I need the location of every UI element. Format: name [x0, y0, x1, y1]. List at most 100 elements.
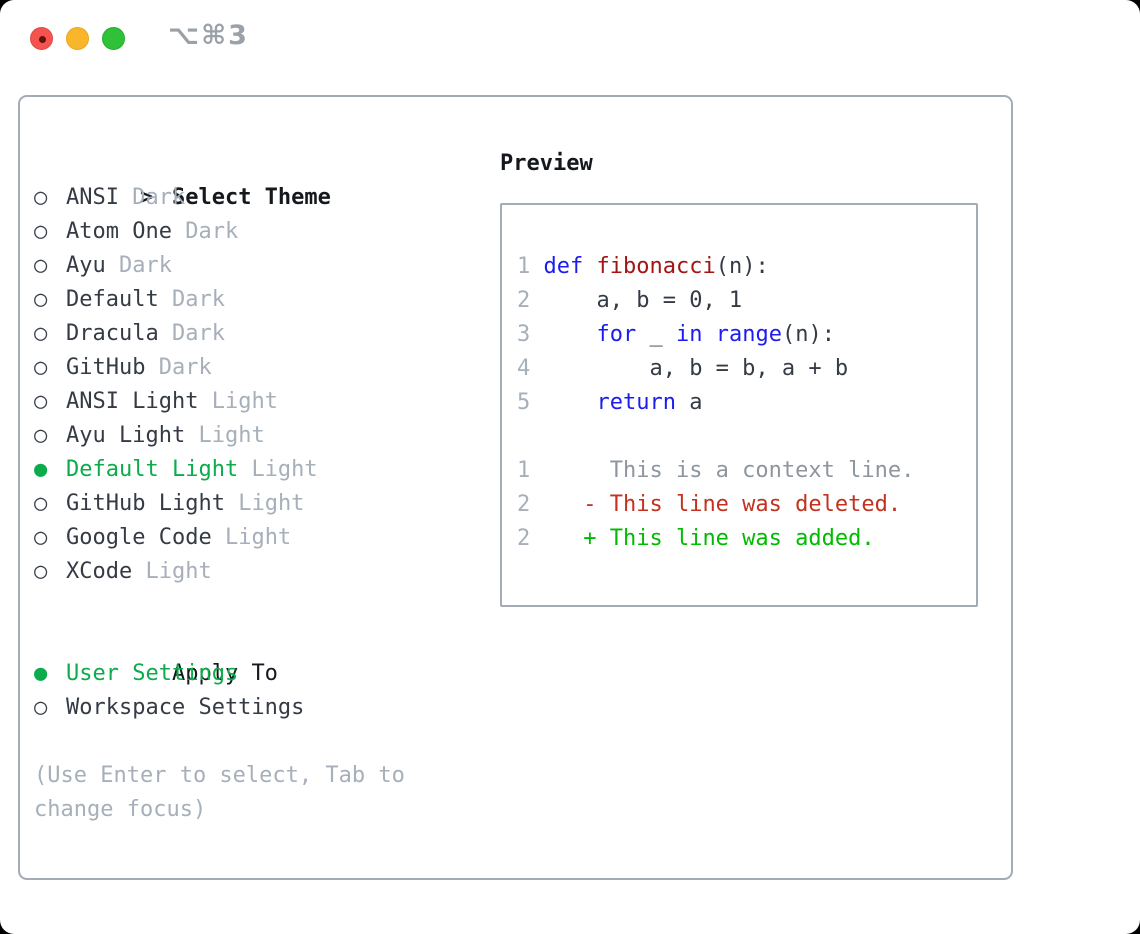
theme-option[interactable]: ○ Default Dark — [34, 283, 405, 317]
theme-variant: Light — [251, 457, 318, 482]
minimize-button[interactable] — [66, 27, 89, 50]
code-token-ctx: This is a context line. — [543, 458, 915, 483]
code-token-kw: range — [715, 322, 782, 347]
radio-selected-icon: ● — [34, 661, 48, 686]
settings-panel: >Select Theme ○ANSI Dark○Atom One Dark○A… — [18, 95, 1013, 880]
line-number: 2 — [517, 288, 531, 313]
theme-name: Default Light — [66, 457, 239, 482]
radio-icon: ○ — [34, 491, 48, 516]
theme-name: Atom One — [66, 219, 172, 244]
code-token-pl: _ — [636, 322, 676, 347]
code-line — [517, 420, 970, 454]
theme-option[interactable]: ○GitHub Light Light — [34, 487, 405, 521]
code-token-pl — [583, 254, 596, 279]
theme-option[interactable]: ○GitHub Dark — [34, 351, 405, 385]
code-line: 3 for _ in range(n): — [517, 318, 970, 352]
code-line: 2 + This line was added. — [517, 522, 970, 556]
code-line: 2 a, b = 0, 1 — [517, 284, 970, 318]
code-line: 4 a, b = b, a + b — [517, 352, 970, 386]
theme-variant: Light — [238, 491, 305, 516]
code-token-kw: return — [596, 390, 676, 415]
theme-name: ANSI Light — [66, 389, 199, 414]
apply-to-list: ●User Settings ○ Workspace Settings — [34, 657, 405, 725]
theme-variant: Dark — [158, 355, 212, 380]
radio-icon: ○ — [34, 253, 48, 278]
code-token-pl — [702, 322, 715, 347]
theme-option[interactable]: ○ Dracula Dark — [34, 317, 405, 351]
select-theme-label: Select Theme — [171, 185, 331, 210]
code-token-kw: for — [596, 322, 637, 347]
code-token-pl — [544, 390, 597, 415]
focus-pointer-icon: > — [139, 185, 154, 210]
code-line: 1 This is a context line. — [517, 454, 970, 488]
theme-variant: Dark — [119, 253, 172, 278]
apply-option[interactable]: ○ Workspace Settings — [34, 691, 405, 725]
theme-list: ○ ANSI Dark ○ Atom One Dark ○ Ayu Dark ○ Defaul… — [34, 181, 405, 589]
line-number: 1 — [517, 458, 531, 483]
theme-option[interactable]: ●Default Light Light — [34, 453, 405, 487]
help-text: (Use Enter to select, Tab to change focus… — [34, 759, 405, 827]
section-gap — [34, 589, 405, 623]
theme-option[interactable]: ○Ayu Light Light — [34, 419, 405, 453]
line-number: 4 — [517, 356, 531, 381]
theme-column: >Select Theme ○ANSI Dark○Atom One Dark○A… — [34, 147, 405, 827]
code-token-del: - This line was deleted. — [543, 492, 902, 517]
theme-variant: Light — [211, 389, 278, 414]
code-line: 2 - This line was deleted. — [517, 488, 970, 522]
help-text-line: change focus) — [34, 797, 207, 822]
code-token-pl: a, b = b, a + b — [543, 356, 849, 381]
theme-variant: Light — [224, 525, 292, 550]
theme-option[interactable]: ○ ANSI Light Light — [34, 385, 405, 419]
radio-icon: ○ — [34, 321, 48, 346]
zoom-button[interactable] — [102, 27, 125, 50]
radio-icon: ○ — [34, 525, 48, 550]
theme-name: Dracula — [66, 321, 159, 346]
radio-icon: ○ — [34, 185, 48, 210]
theme-name: XCode — [66, 559, 133, 584]
line-number: 5 — [517, 390, 531, 415]
theme-name: Default — [66, 287, 159, 312]
code-token-pl: (n): — [781, 322, 835, 347]
code-line: 1 def fibonacci(n): — [517, 250, 970, 284]
section-gap — [34, 725, 405, 759]
apply-to-header: Apply To — [34, 623, 405, 686]
apply-option[interactable]: ●User Settings — [34, 657, 405, 691]
radio-icon: ○ — [34, 287, 48, 312]
select-theme-header: > Select Theme — [34, 147, 405, 210]
theme-option[interactable]: ○Google Code Light — [34, 521, 405, 555]
radio-icon: ○ — [34, 219, 48, 244]
theme-variant: Dark — [185, 219, 239, 244]
preview-label: Preview — [500, 151, 593, 176]
theme-variant: Light — [198, 423, 265, 448]
code-token-pl: a, b = 0, 1 — [543, 288, 743, 313]
apply-to-label: Apply To — [171, 661, 278, 686]
line-number: 3 — [517, 322, 531, 347]
record-dot-icon — [39, 36, 46, 43]
close-button[interactable] — [30, 27, 53, 50]
theme-option[interactable]: ○ Atom One Dark — [34, 215, 405, 249]
theme-name: Ayu — [66, 253, 106, 278]
radio-icon: ○ — [34, 559, 48, 584]
theme-option[interactable]: ○ XCode Light — [34, 555, 405, 589]
radio-icon: ○ — [34, 695, 48, 720]
radio-icon: ○ — [34, 355, 48, 380]
preview-column: Preview 1 def fibonacci(n):2 a, b = 0, 1… — [500, 147, 978, 607]
theme-variant: Dark — [171, 321, 225, 346]
theme-option[interactable]: ○ ANSI Dark — [34, 181, 405, 215]
code-token-fn: fibonacci — [596, 254, 716, 279]
theme-option[interactable]: ○ Ayu Dark — [34, 249, 405, 283]
apply-option-label: Workspace Settings — [66, 695, 305, 720]
radio-icon: ○ — [34, 389, 48, 414]
code-token-pl — [544, 322, 597, 347]
line-number: 1 — [517, 254, 531, 279]
code-token-pl: a — [675, 390, 703, 415]
help-text-line: (Use Enter to select, Tab to — [34, 763, 405, 788]
radio-icon: ○ — [34, 423, 48, 448]
theme-variant: Dark — [132, 185, 186, 210]
theme-variant: Light — [145, 559, 212, 584]
theme-variant: Dark — [171, 287, 225, 312]
code-line: 5 return a — [517, 386, 970, 420]
theme-name: ANSI — [66, 185, 119, 210]
